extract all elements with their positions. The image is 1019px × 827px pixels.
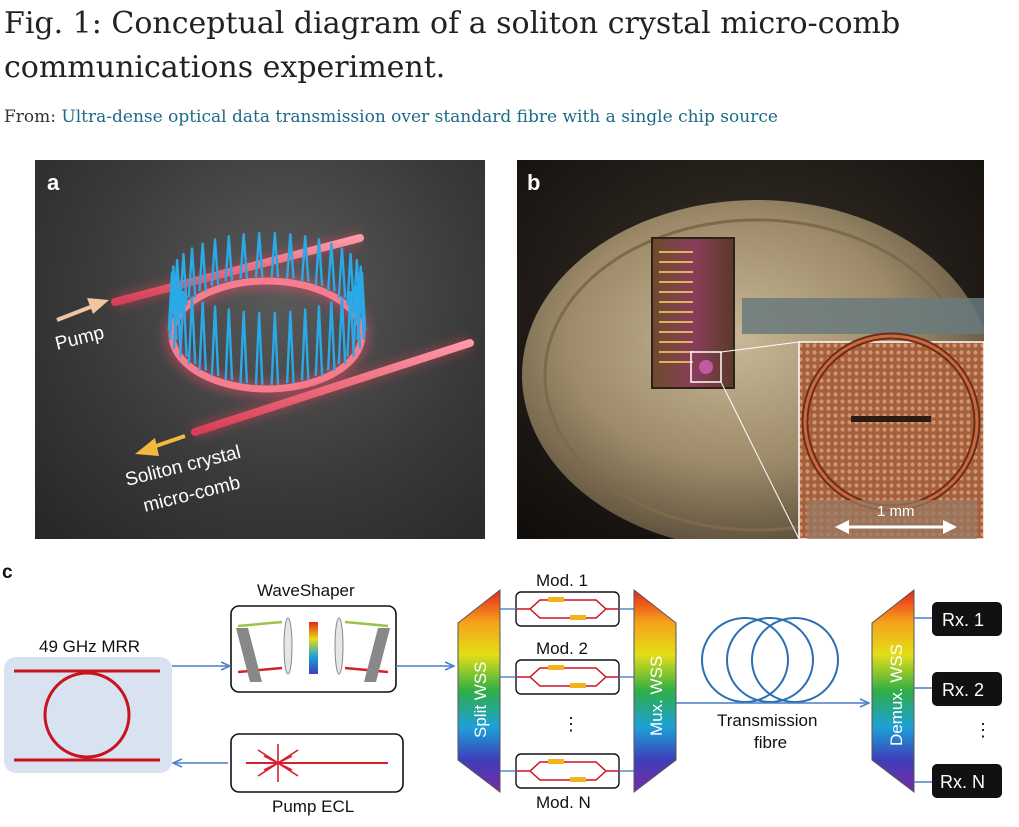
mod-1-label: Mod. 1 [536, 571, 588, 590]
pump-label: Pump [53, 322, 106, 354]
transmission-label-line1: Transmission [717, 711, 817, 730]
waveshaper-block[interactable] [230, 605, 397, 693]
mrr-label: 49 GHz MRR [39, 637, 140, 656]
soliton-pulse-train [167, 231, 367, 385]
mod-2-label: Mod. 2 [536, 639, 588, 658]
mux-wss-label: Mux. WSS [647, 656, 666, 736]
figure-title: Fig. 1: Conceptual diagram of a soliton … [4, 6, 901, 85]
receiver-1[interactable]: Rx. 1 [932, 602, 1002, 636]
inset-microscope-image: 1 mm [798, 332, 984, 539]
experiment-schematic: c 49 GHz MRR WaveShaper [2, 562, 1002, 816]
from-label: From: [4, 107, 57, 127]
rx-1-label: Rx. 1 [942, 610, 984, 630]
scale-label: 1 mm [877, 503, 915, 520]
panel-letter-a: a [47, 170, 60, 195]
rx-ellipsis: ⋮ [974, 720, 992, 740]
demux-wss-block[interactable] [871, 588, 915, 794]
pump-ecl-label: Pump ECL [272, 797, 354, 816]
micro-comb-illustration: Pump Soliton crystal micro-comb [53, 231, 474, 517]
mod-ellipsis: ⋮ [562, 714, 580, 734]
panel-letter-c: c [2, 562, 13, 583]
waveshaper-label: WaveShaper [257, 581, 355, 600]
scale-bar [835, 520, 957, 534]
photonic-chip [651, 237, 735, 389]
comb-output-arrow [135, 434, 186, 456]
modulator-1[interactable] [515, 591, 620, 627]
receiver-2[interactable]: Rx. 2 [932, 672, 1002, 706]
panel-c-schematic: c 49 GHz MRR WaveShaper [0, 560, 1019, 822]
modulator-2[interactable] [515, 659, 620, 695]
fibre-array [742, 298, 984, 334]
mrr-block [4, 657, 172, 773]
mux-wss-block[interactable] [633, 588, 677, 794]
mod-n-label: Mod. N [536, 793, 591, 812]
demux-wss-label: Demux. WSS [887, 644, 906, 746]
highlight-box [690, 351, 722, 383]
output-waveguide [191, 336, 474, 439]
fibre-spool [701, 617, 839, 703]
chip-photo: 1 mm [517, 160, 984, 539]
split-wss-block[interactable] [457, 588, 501, 794]
rx-n-label: Rx. N [940, 772, 985, 792]
rx-2-label: Rx. 2 [942, 680, 984, 700]
receiver-n[interactable]: Rx. N [932, 764, 1002, 798]
split-wss-label: Split WSS [471, 661, 490, 738]
pump-ecl-block[interactable] [230, 733, 404, 793]
panel-letter-b: b [527, 170, 541, 195]
panel-b-photo: 1 mm b [517, 160, 984, 539]
panel-a-illustration: Pump Soliton crystal micro-comb a [35, 160, 485, 539]
ring-resonator [164, 273, 370, 397]
article-link[interactable]: Ultra-dense optical data transmission ov… [61, 107, 778, 127]
from-line: From: Ultra-dense optical data transmiss… [4, 107, 778, 127]
modulator-n[interactable] [515, 753, 620, 789]
transmission-label-line2: fibre [754, 733, 787, 752]
pump-arrow [56, 298, 109, 322]
